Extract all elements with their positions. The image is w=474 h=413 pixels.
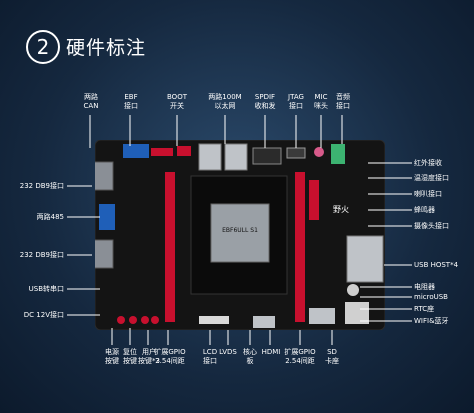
potentiometer xyxy=(347,284,359,296)
usb-host-ports xyxy=(346,235,384,283)
label-user-key: 用户按键*3 xyxy=(138,348,160,365)
label-potentiometer: 电阻器 xyxy=(414,283,435,291)
boot-switch xyxy=(177,146,191,156)
label-db9-bottom: 232 DB9接口 xyxy=(19,251,64,259)
sd-slot xyxy=(309,308,335,324)
ethernet-jack-2 xyxy=(224,143,248,171)
label-temp: 温湿度接口 xyxy=(414,174,449,182)
gpio-header-left xyxy=(165,172,175,322)
reset-button xyxy=(129,316,137,324)
soc-chip xyxy=(210,203,270,263)
camera-header xyxy=(309,180,319,220)
dev-board: EBF6ULL S1 野火 xyxy=(95,140,385,330)
gpio-header-right xyxy=(295,172,305,322)
spdif-port xyxy=(252,147,282,165)
user-button-2 xyxy=(151,316,159,324)
lcd-connector xyxy=(199,316,229,324)
label-buzzer: 蜂鸣器 xyxy=(414,206,435,214)
label-rtc: RTC座 xyxy=(414,305,435,313)
label-db9-top: 232 DB9接口 xyxy=(19,182,64,190)
label-hdmi: HDMI xyxy=(261,348,281,356)
ebf-header xyxy=(151,148,173,156)
wifi-module xyxy=(345,302,369,324)
mic xyxy=(314,147,324,157)
label-reset-key: 复位按键 xyxy=(123,348,137,365)
label-camera: 摄像头接口 xyxy=(414,222,449,230)
label-speaker: 喇叭接口 xyxy=(414,190,442,198)
rs485-terminal xyxy=(99,204,115,230)
user-button-1 xyxy=(141,316,149,324)
label-core-board: 核心板 xyxy=(243,348,257,365)
hdmi-port xyxy=(253,316,275,328)
label-dc12v: DC 12V接口 xyxy=(23,311,64,319)
section-title: 硬件标注 xyxy=(66,37,147,59)
label-microusb: microUSB xyxy=(414,293,448,301)
section-number-badge: 2 xyxy=(26,30,60,64)
db9-connector-bottom xyxy=(95,239,114,269)
label-power-key: 电源按键 xyxy=(105,348,119,365)
can-terminal xyxy=(123,144,149,158)
label-lvds: LVDS xyxy=(219,348,237,356)
label-ir: 红外接收 xyxy=(414,159,442,167)
label-audio: 音频接口 xyxy=(336,93,350,110)
brand-label: 野火 xyxy=(333,205,349,214)
label-usb-serial: USB转串口 xyxy=(28,285,64,293)
ethernet-jack-1 xyxy=(198,143,222,171)
label-usb-host: USB HOST*4 xyxy=(414,261,459,269)
label-rs485: 两路485 xyxy=(36,213,64,221)
label-wifi: WIFI&蓝牙 xyxy=(414,317,449,325)
power-button xyxy=(117,316,125,324)
db9-connector-top xyxy=(95,161,114,191)
audio-jack xyxy=(331,144,345,164)
chip-label: EBF6ULL S1 xyxy=(222,227,258,234)
